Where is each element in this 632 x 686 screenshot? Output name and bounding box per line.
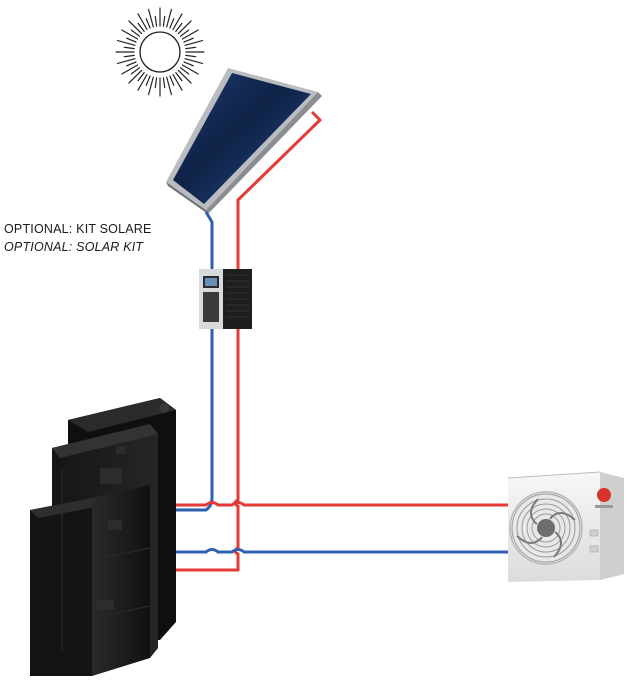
heatpump-cold-pipe: [150, 548, 512, 554]
heatpump-pipes: [150, 501, 512, 567]
brand-logo: [595, 488, 613, 508]
optional-kit-label-it: OPTIONAL: KIT SOLARE: [4, 222, 152, 236]
solar-panel: [166, 68, 322, 214]
heatpump-hot-pipe: [150, 501, 512, 507]
indoor-unit: [30, 398, 176, 676]
solar-return-pipe-cold: [204, 211, 214, 272]
optional-kit-label-en: OPTIONAL: SOLAR KIT: [4, 240, 144, 254]
solar-controller: [199, 269, 252, 329]
solar-flow-pipe-hot: [236, 110, 322, 272]
outdoor-heat-pump: [507, 471, 624, 582]
sun-icon: [115, 7, 205, 97]
controller-cold-pipe: [158, 328, 214, 512]
